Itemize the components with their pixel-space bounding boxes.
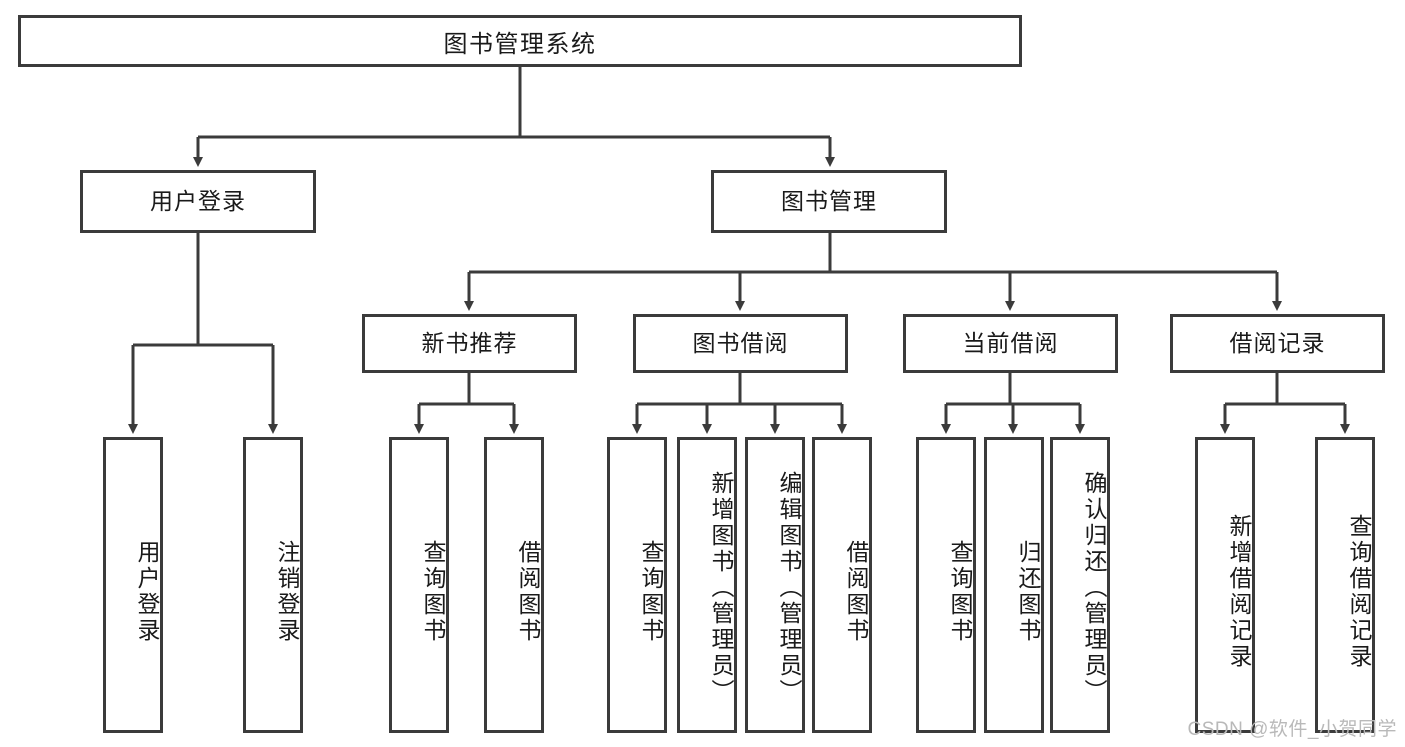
node-label: 用户登录 (150, 188, 246, 215)
leaf-borrow-record-query-record[interactable]: 查询借阅记录 (1315, 437, 1375, 733)
leaf-current-borrow-confirm-return-admin[interactable]: 确认归还（管理员） (1050, 437, 1110, 733)
node-label: 查询借阅记录 (1346, 514, 1372, 670)
leaf-new-book-borrow-book[interactable]: 借阅图书 (484, 437, 544, 733)
leaf-book-borrow-add-book-admin[interactable]: 新增图书（管理员） (677, 437, 737, 733)
node-label: 注销登录 (274, 540, 300, 644)
node-label: 查询图书 (947, 540, 973, 644)
node-label: 新增图书（管理员） (708, 471, 734, 705)
node-label: 查询图书 (420, 540, 446, 644)
node-label: 图书管理 (781, 188, 877, 215)
leaf-current-borrow-return-book[interactable]: 归还图书 (984, 437, 1044, 733)
node-borrow-record[interactable]: 借阅记录 (1170, 314, 1385, 373)
leaf-user-login-logout[interactable]: 注销登录 (243, 437, 303, 733)
node-label: 新书推荐 (421, 330, 518, 357)
node-label: 图书管理系统 (443, 30, 597, 58)
leaf-book-borrow-edit-book-admin[interactable]: 编辑图书（管理员） (745, 437, 805, 733)
node-label: 归还图书 (1015, 540, 1041, 644)
node-label: 借阅图书 (515, 540, 541, 644)
node-label: 新增借阅记录 (1226, 514, 1252, 670)
node-label: 查询图书 (638, 540, 664, 644)
node-label: 用户登录 (134, 540, 160, 644)
node-book-borrow[interactable]: 图书借阅 (633, 314, 848, 373)
leaf-book-borrow-borrow-book[interactable]: 借阅图书 (812, 437, 872, 733)
node-current-borrow[interactable]: 当前借阅 (903, 314, 1118, 373)
node-label: 借阅图书 (843, 540, 869, 644)
leaf-user-login-login[interactable]: 用户登录 (103, 437, 163, 733)
node-label: 编辑图书（管理员） (776, 471, 802, 705)
node-label: 当前借阅 (962, 330, 1059, 357)
node-label: 借阅记录 (1229, 330, 1326, 357)
node-label: 图书借阅 (692, 330, 789, 357)
leaf-borrow-record-add-record[interactable]: 新增借阅记录 (1195, 437, 1255, 733)
node-book-management[interactable]: 图书管理 (711, 170, 947, 233)
leaf-new-book-query-book[interactable]: 查询图书 (389, 437, 449, 733)
leaf-book-borrow-query-book[interactable]: 查询图书 (607, 437, 667, 733)
node-root-book-management-system[interactable]: 图书管理系统 (18, 15, 1022, 67)
leaf-current-borrow-query-book[interactable]: 查询图书 (916, 437, 976, 733)
node-new-book-recommend[interactable]: 新书推荐 (362, 314, 577, 373)
node-label: 确认归还（管理员） (1081, 471, 1107, 705)
node-user-login[interactable]: 用户登录 (80, 170, 316, 233)
